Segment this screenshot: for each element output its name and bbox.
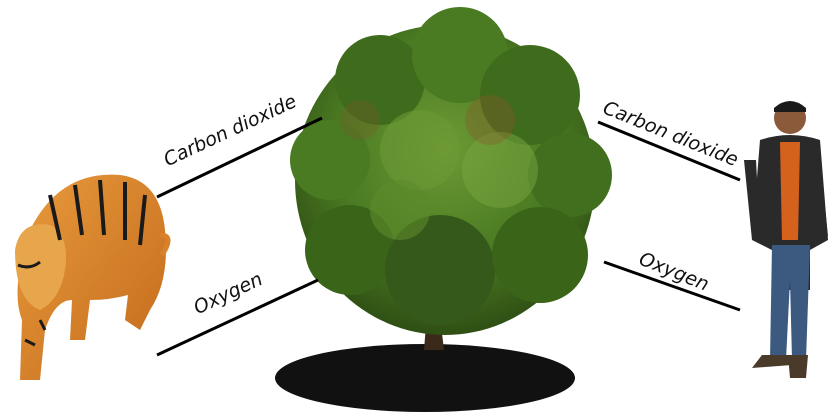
- tiger-icon: [15, 175, 168, 380]
- man-icon: [744, 101, 828, 378]
- tree-icon: [290, 7, 612, 335]
- tree-shadow: [275, 344, 575, 412]
